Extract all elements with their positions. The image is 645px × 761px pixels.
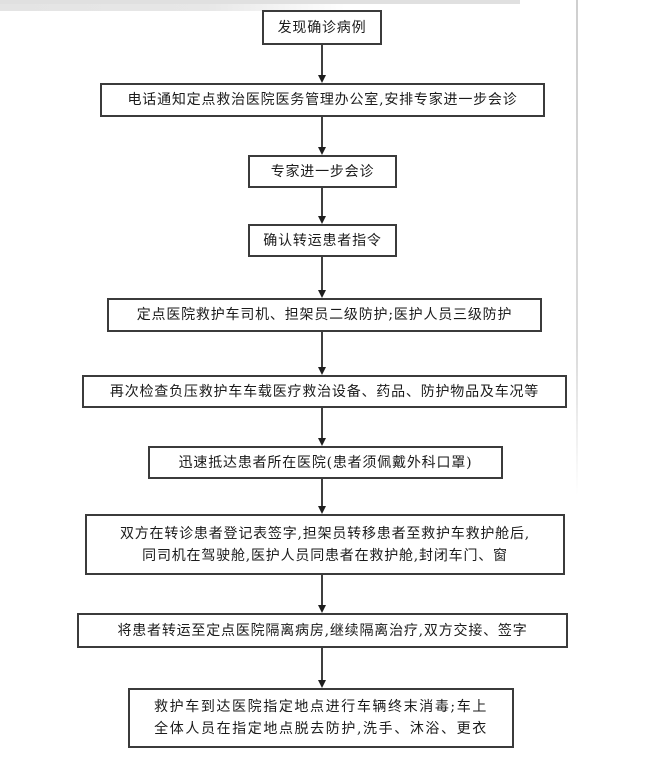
- flow-node-label: 再次检查负压救护车车载医疗救治设备、药品、防护物品及车况等: [109, 383, 540, 400]
- down-arrow-connector: [318, 332, 326, 375]
- down-arrow-connector: [318, 117, 326, 155]
- flow-node-notify-hospital: 电话通知定点救治医院医务管理办公室,安排专家进一步会诊: [100, 83, 545, 117]
- flow-node-label: 定点医院救护车司机、担架员二级防护;医护人员三级防护: [136, 307, 513, 323]
- flow-node-label-line: 同司机在驾驶舱,医护人员同患者在救护舱,封闭车门、窗: [142, 547, 508, 564]
- connector-line: [321, 332, 323, 369]
- down-arrow-connector: [318, 408, 326, 446]
- down-arrowhead-icon: [318, 147, 326, 155]
- flow-node-label: 确认转运患者指令: [263, 232, 382, 249]
- flow-node-recheck-equipment: 再次检查负压救护车车载医疗救治设备、药品、防护物品及车况等: [82, 375, 567, 408]
- flow-node-protection-levels: 定点医院救护车司机、担架员二级防护;医护人员三级防护: [107, 298, 542, 332]
- flow-node-discover-case: 发现确诊病例: [262, 10, 382, 45]
- connector-line: [321, 188, 323, 218]
- flow-node-terminal-disinfection: 救护车到达医院指定地点进行车辆终末消毒;车上 全体人员在指定地点脱去防护,洗手、…: [128, 688, 514, 748]
- flow-node-label: 专家进一步会诊: [270, 163, 375, 180]
- scan-artifact-right-line: [576, 0, 578, 495]
- flow-node-label-line: 救护车到达医院指定地点进行车辆终末消毒;车上: [154, 699, 488, 715]
- flow-node-label-line: 双方在转诊患者登记表签字,担架员转移患者至救护车救护舱后,: [119, 525, 531, 542]
- connector-line: [321, 479, 323, 508]
- down-arrowhead-icon: [318, 438, 326, 446]
- down-arrowhead-icon: [318, 506, 326, 514]
- down-arrowhead-icon: [318, 680, 326, 688]
- connector-line: [321, 575, 323, 607]
- flow-node-label: 迅速抵达患者所在医院(患者须佩戴外科口罩): [178, 454, 473, 471]
- flow-node-label: 发现确诊病例: [277, 19, 367, 36]
- flow-node-label-line: 全体人员在指定地点脱去防护,洗手、沐浴、更衣: [154, 721, 488, 737]
- down-arrowhead-icon: [318, 75, 326, 83]
- down-arrow-connector: [318, 45, 326, 83]
- connector-line: [321, 117, 323, 149]
- connector-line: [321, 408, 323, 440]
- flow-node-expert-consultation: 专家进一步会诊: [248, 155, 397, 188]
- down-arrow-connector: [318, 479, 326, 514]
- flow-node-arrive-patient-hospital: 迅速抵达患者所在医院(患者须佩戴外科口罩): [148, 446, 503, 479]
- scan-artifact-top-strip: [0, 0, 345, 11]
- down-arrow-connector: [318, 575, 326, 613]
- flow-node-label: 电话通知定点救治医院医务管理办公室,安排专家进一步会诊: [127, 92, 518, 108]
- flow-node-confirm-transfer-order: 确认转运患者指令: [248, 224, 397, 257]
- flow-node-label: 将患者转运至定点医院隔离病房,继续隔离治疗,双方交接、签字: [117, 622, 528, 639]
- down-arrowhead-icon: [318, 367, 326, 375]
- flow-node-transfer-isolation-ward: 将患者转运至定点医院隔离病房,继续隔离治疗,双方交接、签字: [77, 613, 568, 648]
- down-arrowhead-icon: [318, 290, 326, 298]
- connector-line: [321, 45, 323, 77]
- down-arrow-connector: [318, 257, 326, 298]
- down-arrowhead-icon: [318, 605, 326, 613]
- down-arrow-connector: [318, 188, 326, 224]
- flow-node-sign-and-load-patient: 双方在转诊患者登记表签字,担架员转移患者至救护车救护舱后, 同司机在驾驶舱,医护…: [85, 514, 565, 575]
- scan-artifact-top-strip-thin: [0, 0, 520, 4]
- down-arrowhead-icon: [318, 216, 326, 224]
- down-arrow-connector: [318, 648, 326, 688]
- connector-line: [321, 257, 323, 292]
- connector-line: [321, 648, 323, 682]
